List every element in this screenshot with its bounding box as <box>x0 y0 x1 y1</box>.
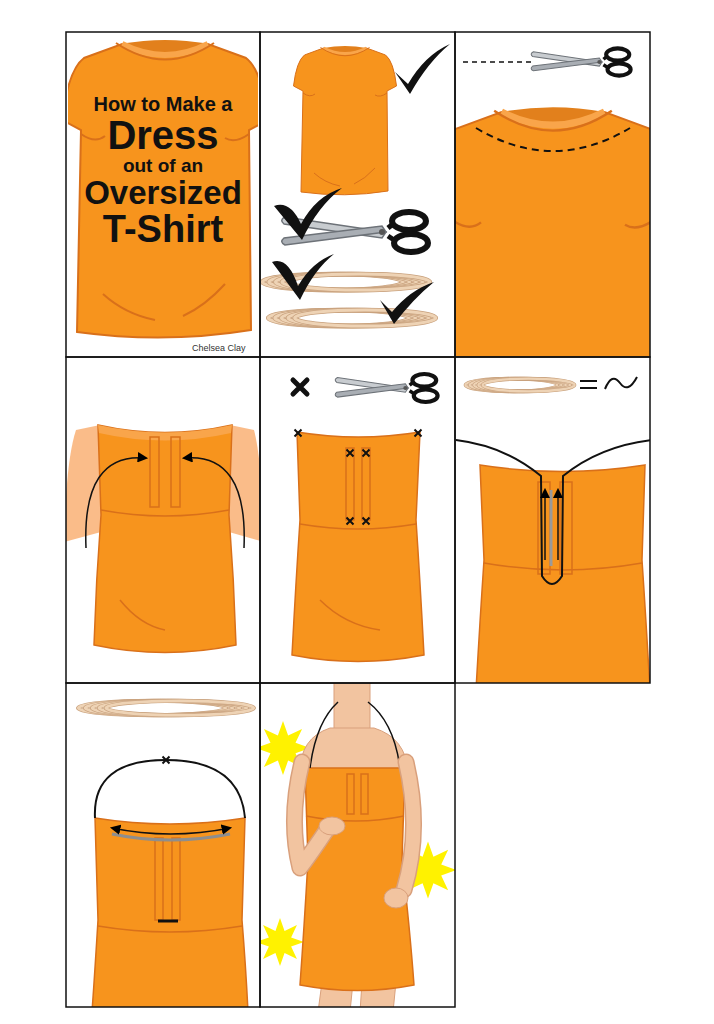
finished-dress-panel-part <box>404 762 414 890</box>
finished-dress-panel <box>260 683 455 1007</box>
thread-band-panel-part <box>456 440 650 584</box>
cut-straps-panel-part <box>346 448 354 520</box>
title-text: How to Make a <box>68 94 258 115</box>
cut-straps-panel-part <box>363 518 370 525</box>
finished-dress-panel-part <box>260 918 304 966</box>
finished-dress-panel-part <box>300 768 414 991</box>
supplies-panel-part <box>268 310 435 326</box>
fold-sleeves-panel-part <box>94 425 236 653</box>
cut-straps-panel-part <box>347 518 354 525</box>
finished-dress-panel-part <box>306 816 404 821</box>
panel-borders-part <box>260 683 455 1007</box>
fold-sleeves-panel-part <box>86 458 146 548</box>
thread-band-panel-part <box>538 482 550 574</box>
tie-loop-panel-part <box>112 828 230 834</box>
title-text: Oversized <box>68 176 258 210</box>
shirt-node: How to Make aDressout of anOversizedT-Sh… <box>68 34 258 354</box>
cut-straps-panel-part <box>300 524 416 529</box>
cut-collar-panel-part <box>455 107 650 357</box>
supplies-panel-part <box>380 282 434 324</box>
supplies-panel-part <box>395 44 450 94</box>
tie-loop-panel-part <box>155 838 163 920</box>
shirt-shape <box>68 44 258 338</box>
finished-dress-panel-part <box>310 702 400 768</box>
supplies-panel <box>262 44 450 326</box>
tie-loop-panel-part <box>172 838 180 920</box>
tie-loop-panel-part <box>95 760 245 818</box>
cut-straps-panel-part <box>415 430 422 437</box>
title-text: Dress <box>68 115 258 157</box>
title-block: How to Make aDressout of anOversizedT-Sh… <box>68 94 258 250</box>
finished-dress-panel-part <box>404 762 414 890</box>
tie-loop-panel-part <box>79 701 254 715</box>
tie-loop-panel-part <box>163 757 170 764</box>
finished-dress-panel-part <box>384 888 408 908</box>
fold-sleeves-panel-part <box>171 437 180 507</box>
panel-borders-part <box>260 32 455 357</box>
panel-borders-part <box>260 357 455 683</box>
cut-collar-panel-part <box>455 112 650 357</box>
cut-straps-panel-part <box>347 450 354 457</box>
watermark: Chelsea Clay <box>192 344 246 354</box>
cut-straps-panel-part <box>335 374 437 402</box>
cut-straps-panel <box>292 374 438 662</box>
supplies-panel-part <box>272 254 334 300</box>
fold-sleeves-panel-part <box>184 458 244 548</box>
finished-dress-panel-part <box>294 762 328 868</box>
fold-sleeves-panel-part <box>98 425 232 441</box>
fold-sleeves-panel <box>66 425 260 653</box>
supplies-panel-part <box>303 46 387 186</box>
cut-straps-panel-part <box>295 430 302 437</box>
finished-dress-panel-part <box>334 683 370 732</box>
fold-sleeves-panel-part <box>101 510 229 516</box>
tie-loop-panel-part <box>92 818 248 1007</box>
tie-loop-panel-part <box>98 926 242 932</box>
thread-band-panel <box>456 377 650 683</box>
thread-band-panel-part <box>580 381 597 388</box>
cut-straps-panel-part <box>363 450 370 457</box>
cut-straps-panel-part <box>293 380 307 394</box>
title-text: out of an <box>68 156 258 176</box>
supplies-panel-part <box>274 188 342 240</box>
finished-dress-panel-part <box>319 817 345 835</box>
panel-borders-part <box>66 683 260 1007</box>
fold-sleeves-panel-part <box>120 600 165 630</box>
cut-collar-panel <box>455 48 650 357</box>
thread-band-panel-part <box>550 490 553 566</box>
panel-borders-part <box>66 357 260 683</box>
cut-straps-panel-part <box>362 448 370 520</box>
finished-dress-panel-part <box>294 762 328 868</box>
title-text: T-Shirt <box>68 210 258 250</box>
thread-band-panel-part <box>465 379 574 392</box>
finished-dress-panel-part <box>347 774 354 814</box>
cut-straps-panel-part <box>320 600 380 630</box>
thread-band-panel-part <box>605 377 637 389</box>
cut-collar-panel-part <box>476 128 630 151</box>
tie-loop-panel-part <box>158 920 178 923</box>
panel-borders-part <box>455 357 650 683</box>
cut-straps-panel-part <box>292 432 424 662</box>
thread-band-panel-part <box>544 490 546 560</box>
panel-borders <box>66 32 650 1007</box>
fold-sleeves-panel-part <box>150 437 159 507</box>
cut-collar-panel-part <box>531 48 630 75</box>
thread-band-panel-part <box>557 490 559 560</box>
tie-loop-panel-part <box>112 834 230 840</box>
tie-loop-panel <box>79 701 254 1007</box>
cut-collar-panel-part <box>463 61 532 63</box>
panel-borders-part <box>455 32 650 357</box>
supplies-panel-part <box>294 48 397 195</box>
finished-dress-panel-part <box>361 774 368 814</box>
